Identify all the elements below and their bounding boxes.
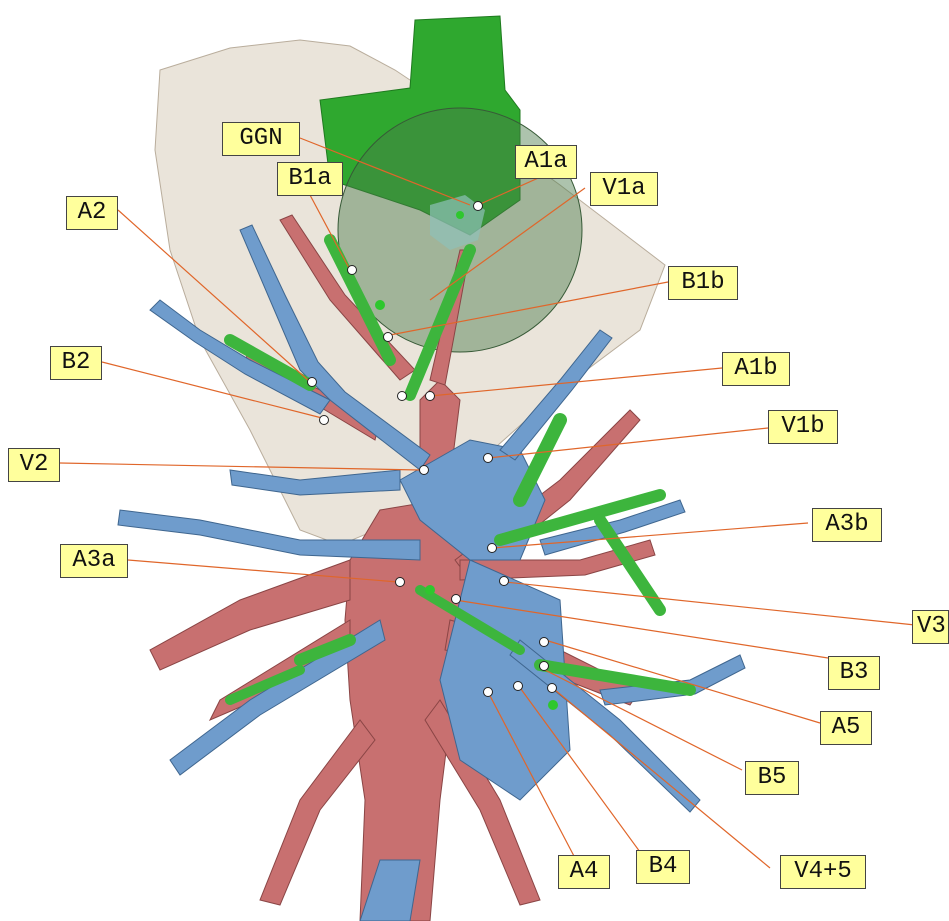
label-b1a: B1a	[277, 162, 343, 196]
label-a2: A2	[66, 196, 118, 230]
label-a1b: A1b	[722, 352, 790, 386]
label-a3a: A3a	[60, 544, 128, 578]
label-ggn: GGN	[222, 122, 300, 156]
label-v2: V2	[8, 448, 60, 482]
label-a4: A4	[558, 855, 610, 889]
label-a3b: A3b	[812, 508, 882, 542]
label-a1a: A1a	[515, 145, 577, 179]
label-b1b: B1b	[668, 266, 738, 300]
label-v3: V3	[912, 610, 949, 644]
label-b2: B2	[50, 346, 102, 380]
label-v4-5: V4+5	[780, 855, 866, 889]
label-b4: B4	[636, 850, 690, 884]
label-b5: B5	[745, 761, 799, 795]
label-v1b: V1b	[768, 410, 838, 444]
label-a5: A5	[820, 711, 872, 745]
label-b3: B3	[828, 656, 880, 690]
label-v1a: V1a	[590, 172, 658, 206]
